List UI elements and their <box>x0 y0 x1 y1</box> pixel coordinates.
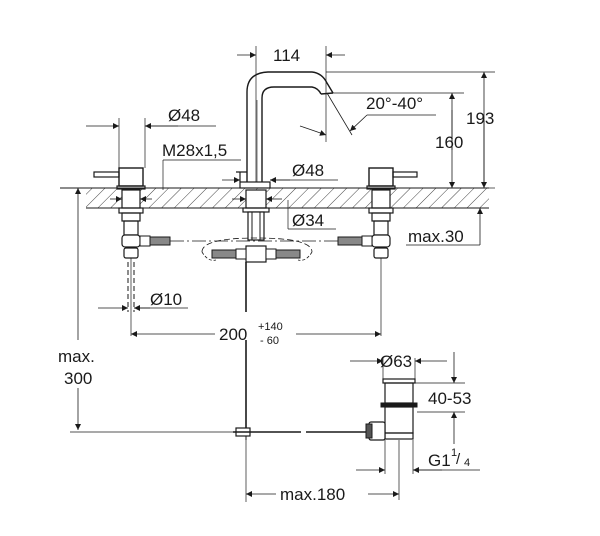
dim-max-deck-thickness: max.30 <box>408 227 464 246</box>
dim-center-tolerance-minus: - 60 <box>260 335 279 347</box>
dim-waste-diameter: Ø63 <box>380 352 413 371</box>
dim-waste-thread-numerator: 1 <box>451 447 458 459</box>
dim-max-depth-line2: 300 <box>64 369 93 388</box>
dim-hole-diameter: Ø34 <box>292 211 325 230</box>
dim-spout-angle: 20°-40° <box>366 94 424 113</box>
dim-max-depth-line1: max. <box>58 347 95 366</box>
dim-total-height: 193 <box>466 109 495 128</box>
countertop-hatch <box>86 188 489 208</box>
dim-waste-thread-denominator: 4 <box>464 457 471 469</box>
dim-max-rod-length: max.180 <box>280 485 346 504</box>
dim-spout-reach: 114 <box>273 46 301 65</box>
dim-outlet-height: 160 <box>435 133 464 152</box>
dim-thread: M28x1,5 <box>162 141 228 160</box>
dim-waste-thread-slash: / <box>456 451 461 468</box>
dim-spout-base-diameter: Ø48 <box>292 161 325 180</box>
dim-center-tolerance-plus: +140 <box>258 321 283 333</box>
dim-waste-thread: G1 <box>428 451 451 470</box>
dim-waste-height: 40-53 <box>428 389 472 408</box>
dim-supply-pipe-diameter: Ø10 <box>150 290 183 309</box>
dim-handle-diameter: Ø48 <box>168 106 201 125</box>
dim-center-distance: 200 <box>219 325 248 344</box>
